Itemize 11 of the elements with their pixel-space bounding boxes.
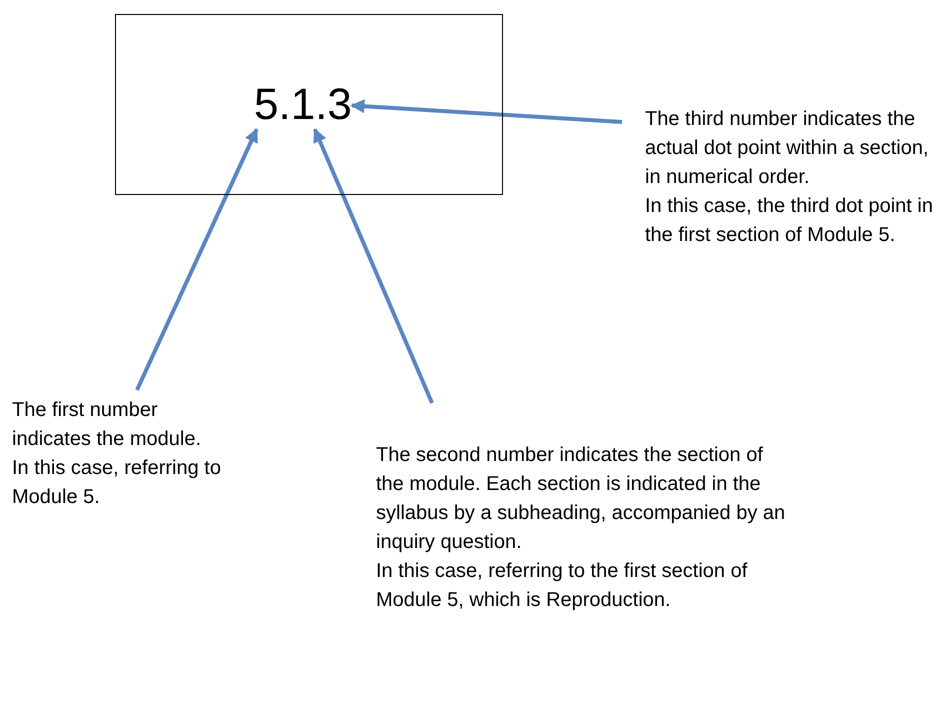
leader-arrow <box>312 128 434 404</box>
leader-arrow <box>135 128 258 391</box>
annotation-text: The first number indicates the module. <box>12 398 202 452</box>
annotation-text: The second number indicates the section of the module. Each section is indicated in the syllabus by a subheading, accompanied by an inquiry question. <box>376 443 786 555</box>
outlined-box <box>115 14 503 195</box>
annotation-text: In this case, referring to the first section of Module 5, which is Reproduction. <box>376 559 748 613</box>
annotation-text: In this case, the third dot point in the first section of Module 5. <box>645 194 934 248</box>
annotation-text: In this case, referring to Module 5. <box>12 456 222 510</box>
leader-arrow <box>350 99 622 124</box>
section-number: 5.1.3 <box>254 81 352 130</box>
annotation-text: The third number indicates the actual dot point within a section, in numerical order. <box>645 107 930 190</box>
